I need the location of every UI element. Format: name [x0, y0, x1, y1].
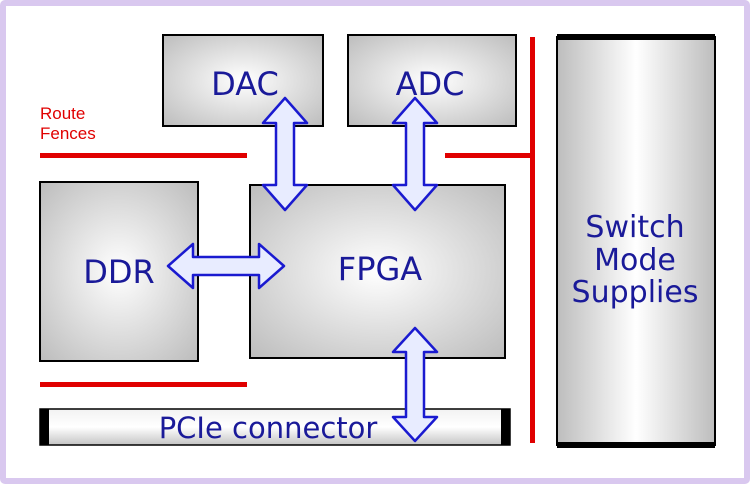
adc-fpga-double-arrow — [391, 96, 439, 212]
pcie-connector-block: PCIe connector — [39, 408, 511, 446]
ddr-block: DDR — [39, 181, 199, 362]
route-fence-right-vertical — [530, 37, 535, 443]
route-fence-bottom-left — [40, 382, 247, 387]
switch-mode-supplies-block: Switch Mode Supplies — [556, 34, 716, 448]
switch-label-line2: Mode — [594, 243, 676, 278]
ddr-label: DDR — [83, 253, 155, 291]
pcie-label: PCIe connector — [159, 411, 378, 445]
adc-block: ADC — [347, 34, 517, 127]
switch-label-line1: Switch — [585, 210, 684, 245]
switch-label-line3: Supplies — [572, 275, 699, 310]
fpga-block: FPGA — [249, 184, 506, 359]
route-fence-top-left — [40, 153, 247, 158]
adc-label: ADC — [396, 65, 465, 103]
dac-fpga-double-arrow — [261, 96, 309, 212]
fpga-pcie-double-arrow — [391, 326, 439, 443]
route-fences-label-line1: Route — [40, 104, 85, 123]
route-fences: Route Fences — [40, 37, 535, 443]
dac-label: DAC — [211, 65, 279, 103]
route-fence-right-horizontal — [445, 153, 535, 158]
ddr-fpga-double-arrow — [166, 242, 286, 290]
fpga-label: FPGA — [338, 250, 423, 288]
route-fences-label-line2: Fences — [40, 124, 96, 143]
